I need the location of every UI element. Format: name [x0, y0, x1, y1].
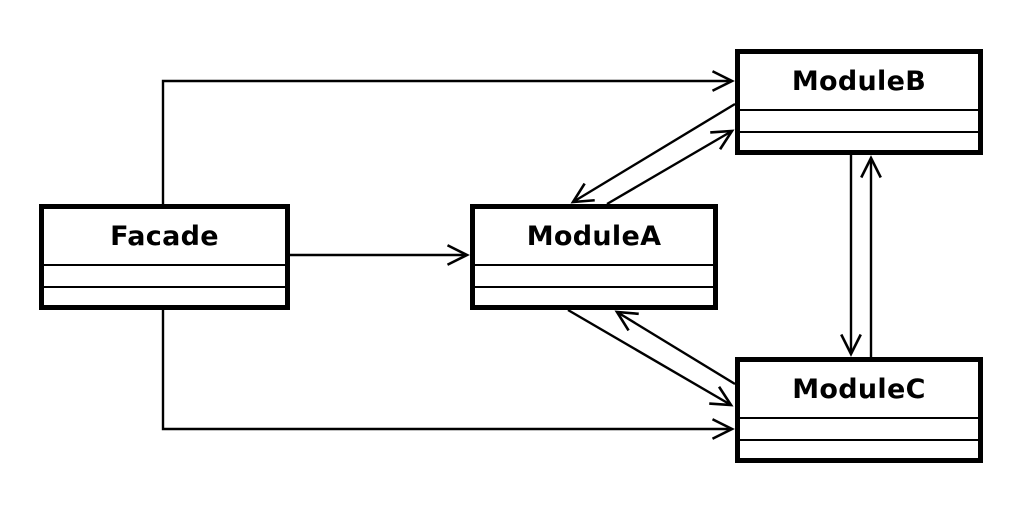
class-box-facade: Facade — [39, 204, 290, 310]
edge-moduleA-to-moduleB — [606, 129, 735, 206]
attributes-compartment-moduleA — [475, 266, 713, 288]
attributes-compartment-moduleC — [740, 419, 978, 441]
class-title-moduleA: ModuleA — [475, 209, 713, 266]
methods-compartment-moduleC — [740, 441, 978, 458]
edge-moduleB-to-moduleA — [570, 102, 736, 204]
class-title-moduleB: ModuleB — [740, 54, 978, 111]
edge-moduleA-to-moduleC — [567, 308, 734, 407]
edge-facade-to-moduleC — [161, 310, 735, 440]
methods-compartment-moduleA — [475, 288, 713, 305]
methods-compartment-moduleB — [740, 133, 978, 150]
methods-compartment-facade — [44, 288, 285, 305]
attributes-compartment-moduleB — [740, 111, 978, 133]
attributes-compartment-facade — [44, 266, 285, 288]
edge-moduleC-to-moduleA — [614, 310, 736, 386]
class-title-facade: Facade — [44, 209, 285, 266]
class-box-moduleC: ModuleC — [735, 357, 983, 463]
class-title-moduleC: ModuleC — [740, 362, 978, 419]
edge-facade-to-moduleB — [161, 70, 735, 204]
class-box-moduleB: ModuleB — [735, 49, 983, 155]
class-box-moduleA: ModuleA — [470, 204, 718, 310]
